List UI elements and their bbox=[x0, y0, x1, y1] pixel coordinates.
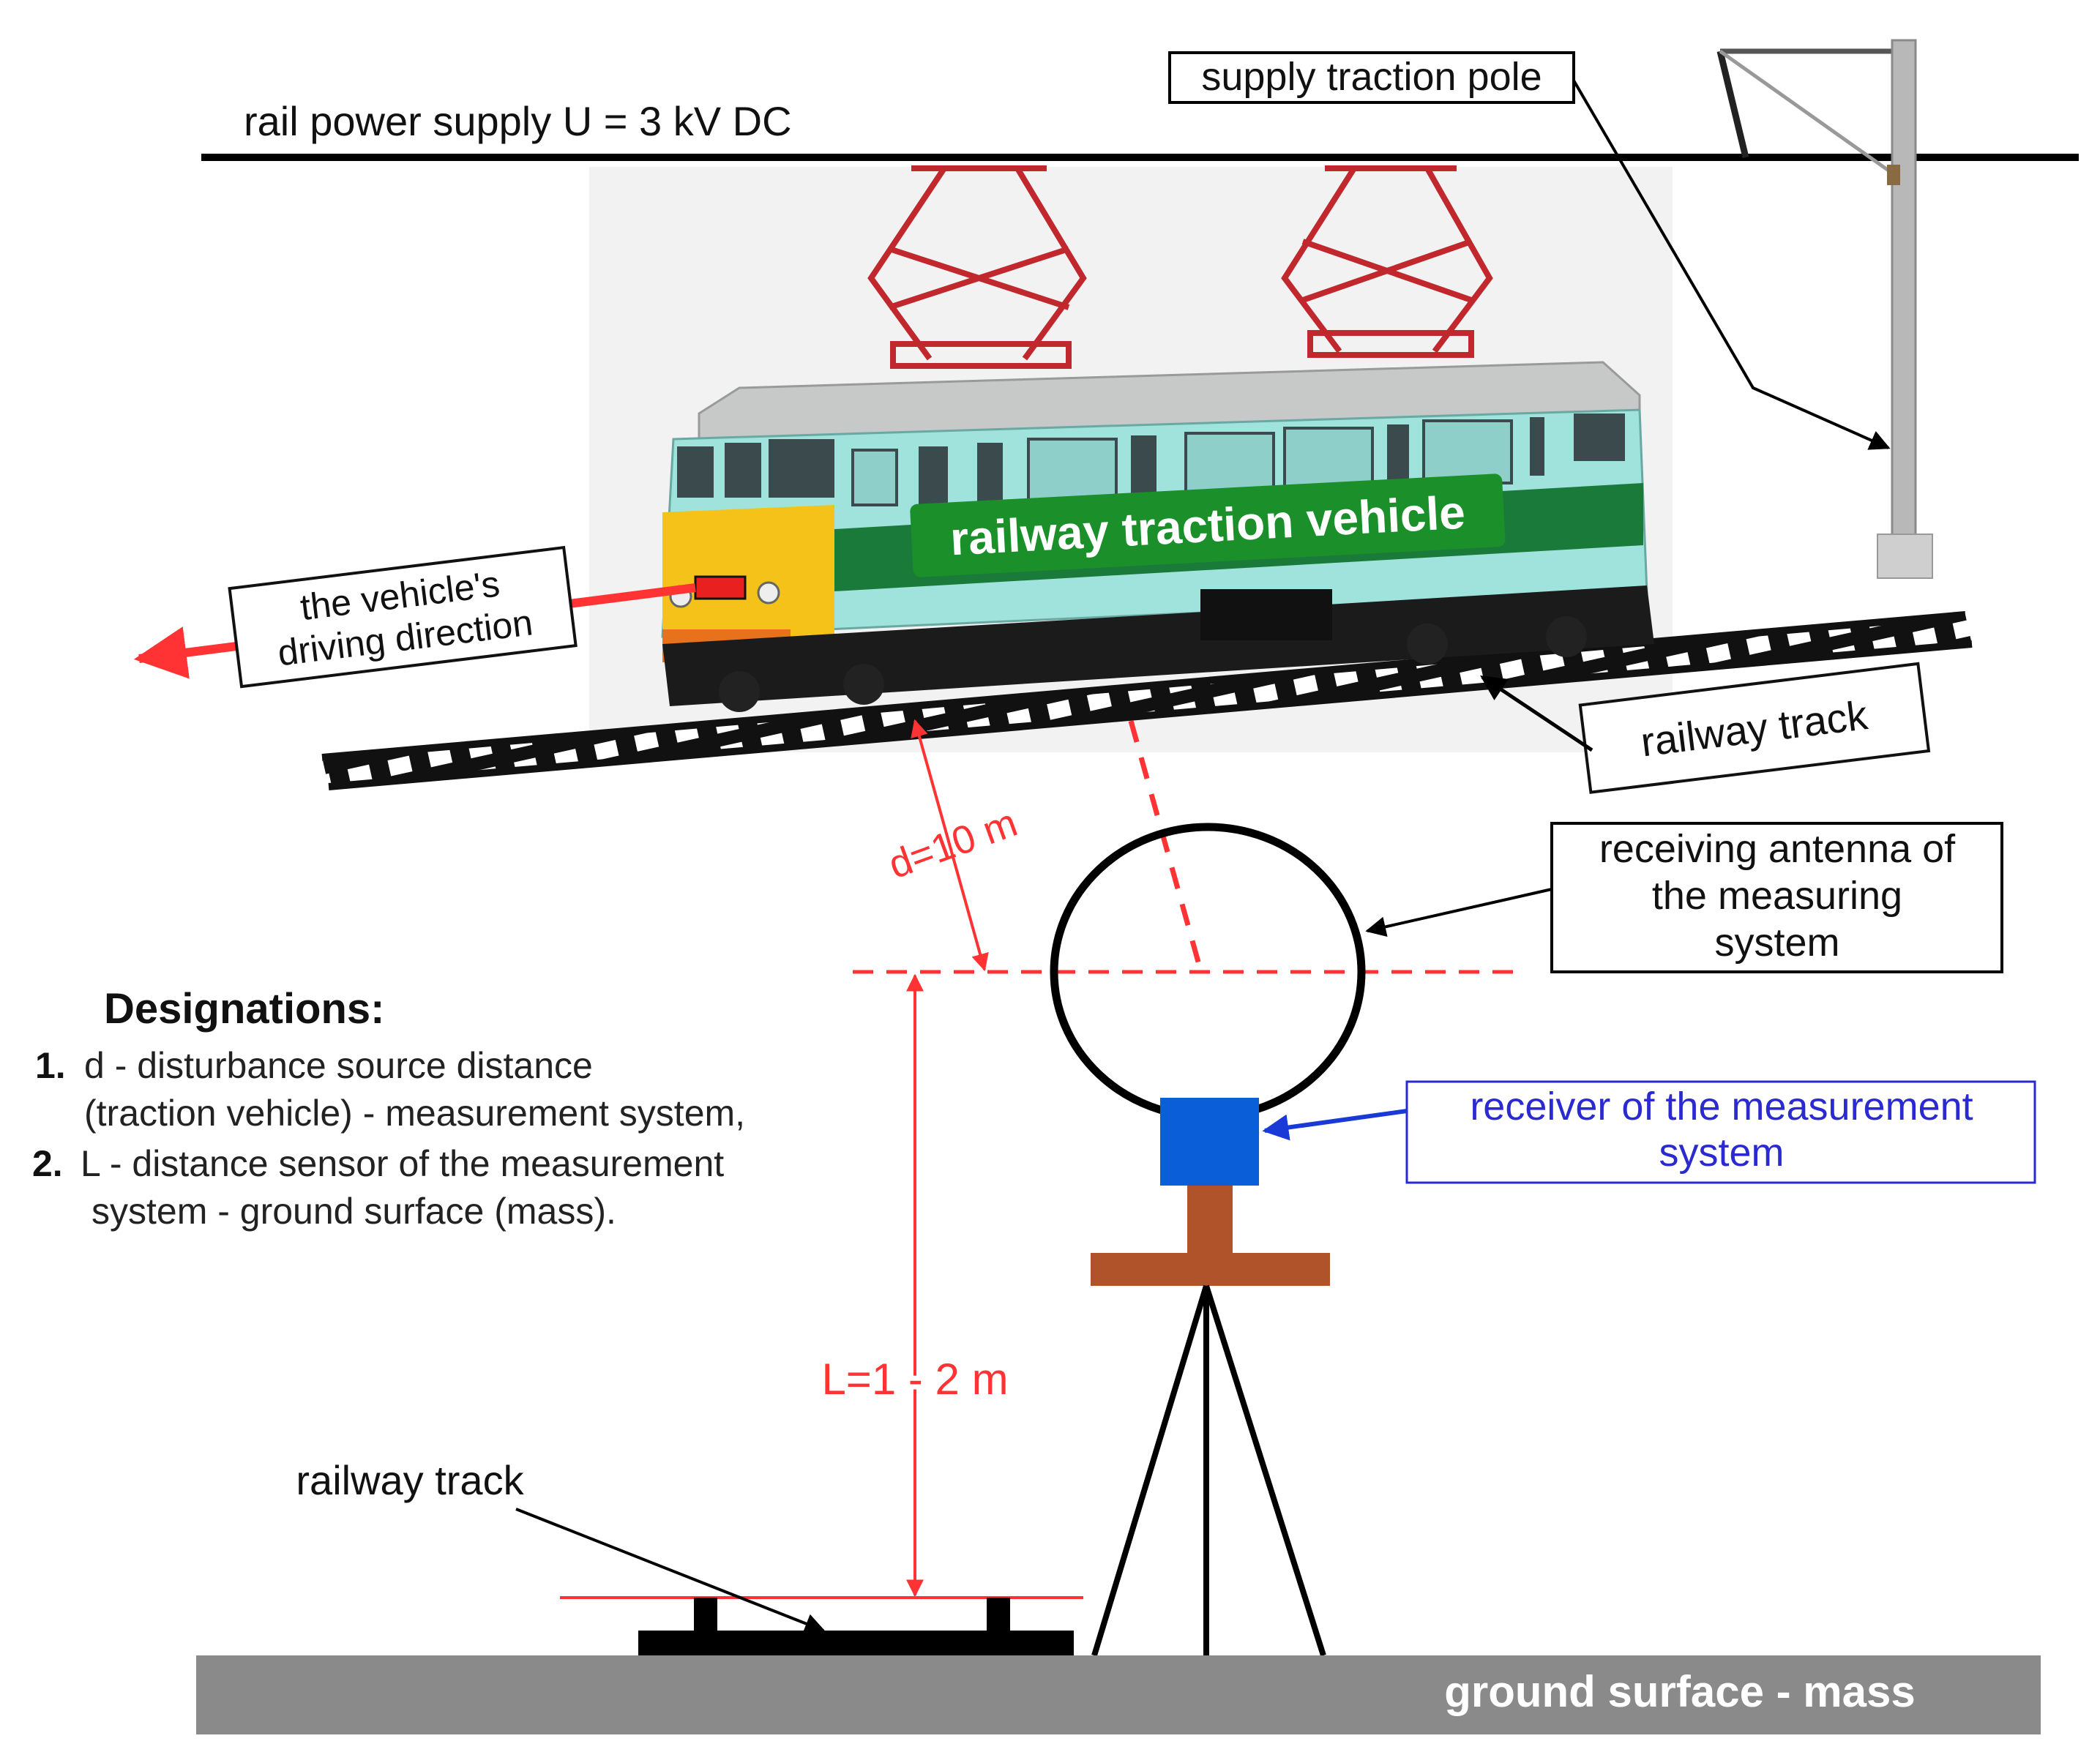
power-supply-label: rail power supply U = 3 kV DC bbox=[244, 98, 792, 144]
driving-direction-marker bbox=[694, 575, 747, 600]
designation-1-number: 1. bbox=[35, 1045, 66, 1086]
vehicle-to-antenna-dashed-line bbox=[1128, 720, 1203, 970]
pole-label-arrow bbox=[1572, 79, 1891, 450]
antenna-label-line2: the measuring bbox=[1652, 874, 1902, 918]
receiver-label-arrow bbox=[1262, 1109, 1408, 1141]
tripod bbox=[1091, 1284, 1326, 1657]
supply-traction-pole bbox=[1716, 39, 1933, 579]
receiver-mount-post bbox=[1187, 1186, 1233, 1259]
receiver-mount-plate bbox=[1091, 1253, 1330, 1286]
pantograph-rear bbox=[1281, 165, 1493, 358]
receiver-label-box bbox=[1405, 1080, 2036, 1184]
pantograph-front bbox=[867, 165, 1087, 369]
track-label-bottom-arrow bbox=[515, 1508, 826, 1633]
receiver-label-line1: receiver of the measurement bbox=[1470, 1085, 1973, 1128]
antenna-label-line3: system bbox=[1714, 921, 1839, 965]
receiver-label-line2: system bbox=[1659, 1131, 1784, 1175]
ground-label: ground surface - mass bbox=[1444, 1667, 1916, 1716]
receiver-unit bbox=[1160, 1098, 1259, 1186]
vehicle-label: railway traction vehicle bbox=[910, 473, 1506, 577]
designation-2-line2: system - ground surface (mass). bbox=[91, 1191, 616, 1232]
track-label-top: railway track bbox=[1578, 662, 1931, 794]
ground-surface bbox=[196, 1655, 2041, 1734]
designation-2-number: 2. bbox=[32, 1143, 63, 1184]
track-label-top-arrow bbox=[1480, 675, 1593, 752]
designation-1-line2: (traction vehicle) - measurement system, bbox=[84, 1093, 745, 1134]
distance-d-label: d=10 m bbox=[883, 801, 1023, 888]
direction-label: the vehicle's driving direction bbox=[228, 545, 578, 689]
designation-1-line1: d - disturbance source distance bbox=[84, 1045, 593, 1086]
pole-label: supply traction pole bbox=[1201, 55, 1542, 99]
designations-title: Designations: bbox=[104, 985, 385, 1033]
pole-label-box bbox=[1168, 51, 1575, 104]
track-label-bottom: railway track bbox=[296, 1457, 524, 1503]
lower-railway-track bbox=[638, 1598, 1074, 1660]
antenna-label-box bbox=[1550, 822, 2003, 973]
designation-2-line1: L - distance sensor of the measurement bbox=[81, 1143, 724, 1184]
designations-legend: Designations: 1. d - disturbance source … bbox=[32, 985, 745, 1232]
upper-railway-track bbox=[321, 611, 1973, 790]
distance-d-arrow bbox=[911, 719, 989, 972]
distance-L-label: L=1 - 2 m bbox=[821, 1355, 1008, 1404]
antenna-label-arrow bbox=[1365, 888, 1552, 937]
antenna-label-line1: receiving antenna of bbox=[1599, 827, 1956, 871]
